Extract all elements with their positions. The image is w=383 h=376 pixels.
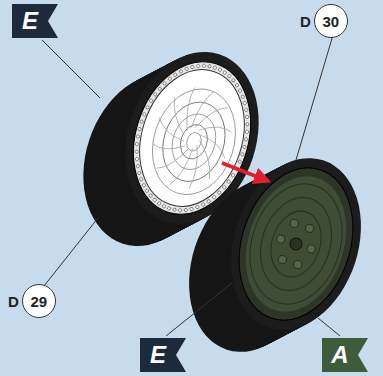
flag-letter: A <box>322 338 358 367</box>
flag-letter: E <box>12 4 48 33</box>
green-hub-wheel <box>168 141 382 369</box>
set-letter: D <box>300 13 311 30</box>
callout-number: D29 <box>8 284 56 318</box>
set-letter: D <box>8 293 19 310</box>
step-flag: A <box>322 338 368 372</box>
step-number: 29 <box>22 284 56 318</box>
step-flag: E <box>12 4 58 38</box>
step-flag: E <box>140 338 186 372</box>
flag-letter: E <box>140 338 176 367</box>
callout-number: D30 <box>300 4 348 38</box>
assembly-arrow <box>222 163 268 181</box>
step-number: 30 <box>314 4 348 38</box>
leader-lines <box>42 35 340 336</box>
